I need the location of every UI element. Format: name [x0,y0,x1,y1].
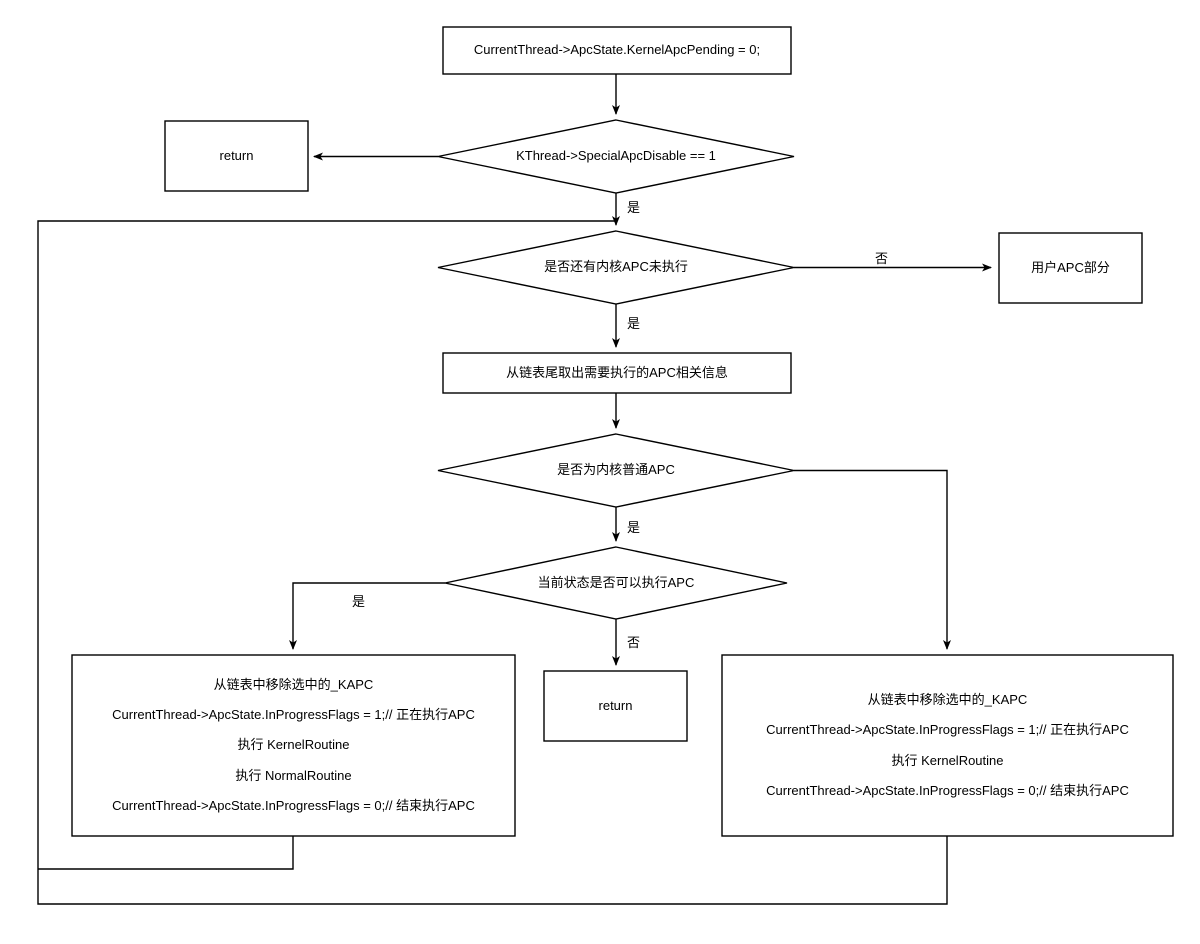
node-special-apc-disable-shape [437,119,795,194]
edge-label-is-normal-kernel-apc-yes: 是 [627,520,641,535]
edge-execute-normal-apc-feedback [38,836,294,870]
node-set-pending-shape [442,26,792,75]
edge-feedback-rail-left [37,220,616,869]
node-execute-special-apc-shape [721,654,1174,837]
node-return-top-shape [164,120,309,192]
node-kernel-apc-remaining-shape [437,230,795,305]
edge-label-kernel-apc-remaining-no: 否 [875,251,889,266]
node-can-execute-apc-shape [444,546,788,620]
edge-is-normal-kernel-apc-no [794,469,951,650]
edge-label-kernel-apc-remaining-yes: 是 [627,316,641,331]
node-take-from-list-tail-shape [442,352,792,394]
node-user-apc-part-shape [998,232,1143,304]
edge-label-can-execute-apc-yes: 是 [352,594,366,609]
node-is-normal-kernel-apc-shape [437,433,795,508]
edge-execute-special-apc-feedback [37,836,948,905]
edge-label-can-execute-apc-no: 否 [627,635,641,650]
edge-label-special-apc-disable-yes: 是 [627,200,641,215]
node-return-middle-shape [543,670,688,742]
edge-can-execute-apc-yes [289,582,445,650]
node-execute-normal-apc-shape [71,654,516,837]
